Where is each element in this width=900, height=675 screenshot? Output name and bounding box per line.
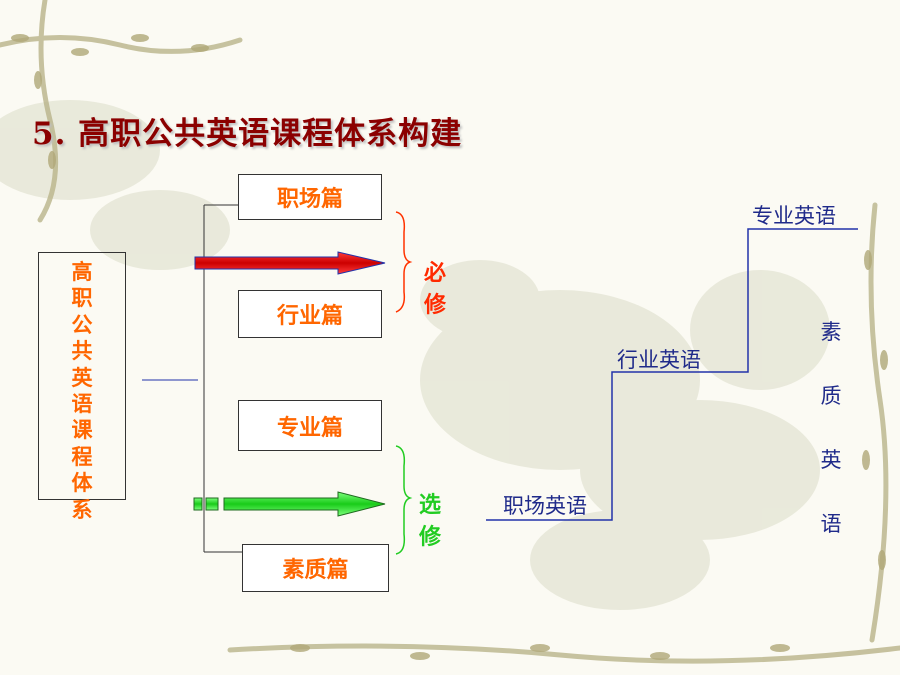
quality-english-char: 语 [820, 512, 842, 536]
quality-english-char: 英 [820, 448, 842, 472]
system-label-char: 英 [71, 365, 93, 390]
quality-english-char: 素 [820, 320, 842, 344]
elective-char: 选 [419, 493, 442, 518]
quality-english-label: 素质英语 [817, 300, 845, 556]
system-label-char: 语 [71, 392, 93, 417]
system-label-char: 程 [71, 444, 93, 469]
curriculum-system-label: 高职公共英语课程体系 [39, 259, 125, 523]
system-label-char: 体 [71, 471, 93, 496]
system-label-char: 系 [71, 497, 93, 522]
system-label-char: 公 [71, 312, 93, 337]
elective-char: 修 [419, 525, 442, 550]
required-label: 必 修 [424, 258, 446, 322]
required-char: 必 [424, 261, 447, 286]
system-label-char: 职 [71, 286, 93, 311]
stair-label-major: 专业英语 [752, 204, 836, 228]
module-box-workplace: 职场篇 [238, 174, 382, 220]
system-label-char: 课 [71, 418, 93, 443]
module-box-major: 专业篇 [238, 400, 382, 451]
module-box-quality: 素质篇 [242, 544, 389, 592]
page-title: 5. 高职公共英语课程体系构建 [32, 116, 463, 152]
curriculum-system-box: 高职公共英语课程体系 [38, 252, 126, 522]
module-box-industry: 行业篇 [238, 290, 382, 338]
required-char: 修 [424, 293, 447, 318]
quality-english-char: 质 [820, 384, 842, 408]
system-label-char: 高 [71, 260, 93, 284]
stair-label-industry: 行业英语 [617, 348, 701, 372]
system-label-char: 共 [71, 339, 93, 364]
stair-label-workplace: 职场英语 [503, 494, 587, 518]
elective-label: 选 修 [419, 490, 441, 554]
